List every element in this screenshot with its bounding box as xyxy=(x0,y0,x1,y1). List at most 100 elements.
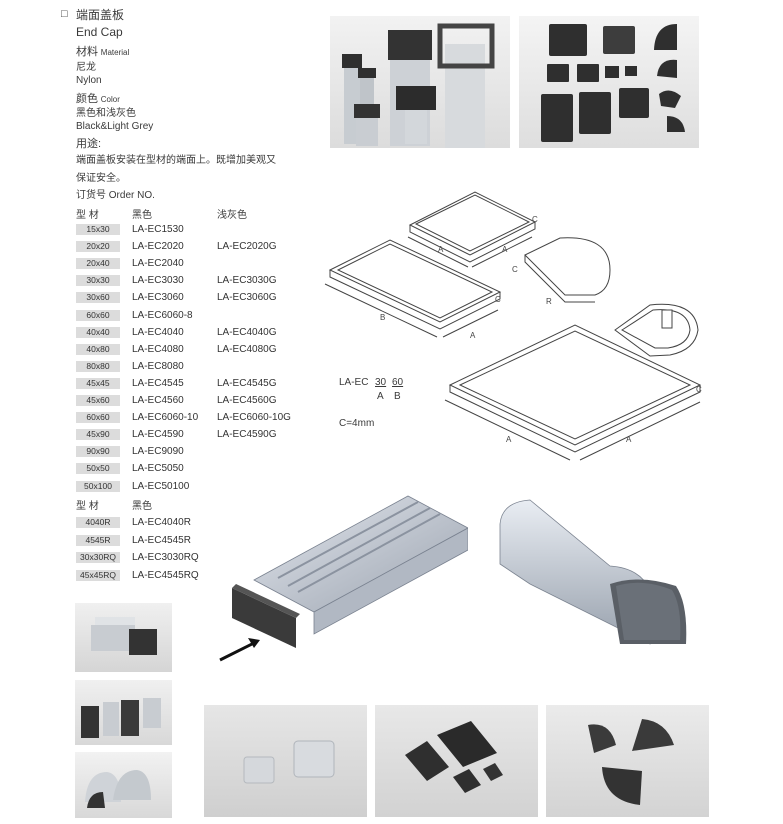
profile-size-tag: 4040R xyxy=(76,517,120,528)
code-b-label: B xyxy=(394,391,401,402)
drawing-label-c-2: C xyxy=(512,265,518,274)
code-a-label: A xyxy=(377,391,384,402)
title-cn: 端面盖板 xyxy=(76,8,125,22)
title-en: End Cap xyxy=(76,25,123,39)
profile-size-tag: 30x30RQ xyxy=(76,552,120,563)
drawing-label-c-4: C xyxy=(696,385,702,394)
table-row: 80x80 LA-EC8080 xyxy=(76,360,336,373)
grey-part-number: LA-EC6060-10G xyxy=(217,412,291,424)
caps-set-photo xyxy=(519,16,699,148)
grey-part-number: LA-EC2020G xyxy=(217,241,277,253)
grey-part-number: LA-EC3030G xyxy=(217,275,277,287)
table-row: 30x30 LA-EC3030 LA-EC3030G xyxy=(76,274,336,287)
black-part-number: LA-EC2020 xyxy=(132,241,184,253)
drawing-label-r: R xyxy=(546,297,552,306)
profile-size-tag: 60x60 xyxy=(76,309,120,321)
profile-size-tag: 45x45 xyxy=(76,377,120,389)
black-part-number: LA-EC1530 xyxy=(132,224,184,235)
material-value-en: Nylon xyxy=(76,75,102,86)
table-row: 4545R LA-EC4545R xyxy=(76,534,336,547)
table-row: 60x60 LA-EC6060-10 LA-EC6060-10G xyxy=(76,411,336,424)
table-row: 50x100 LA-EC50100 xyxy=(76,480,336,493)
table-row: 15x30 LA-EC1530 xyxy=(76,223,336,236)
profile-size-tag: 30x30 xyxy=(76,275,120,287)
drawing-label-c-3: C xyxy=(495,295,501,304)
photo-grey-caps xyxy=(204,705,367,817)
drawing-label-a-5: A xyxy=(626,435,632,444)
black-part-number: LA-EC3030RQ xyxy=(132,552,199,563)
profile-size-tag: 90x90 xyxy=(76,446,120,458)
black-part-number: LA-EC4560 xyxy=(132,395,184,406)
color-value-en: Black&Light Grey xyxy=(76,121,154,132)
profile-size-tag: 60x60 xyxy=(76,412,120,424)
black-part-number: LA-EC5050 xyxy=(132,463,184,475)
black-part-number: LA-EC6060-8 xyxy=(132,309,193,321)
grey-part-number: LA-EC3060G xyxy=(217,292,277,304)
table1-header-black: 黑色 xyxy=(132,210,152,221)
profile-size-tag: 45x90 xyxy=(76,429,120,441)
drawing-label-a-4: A xyxy=(506,435,512,444)
grey-part-number: LA-EC4560G xyxy=(217,395,277,406)
table-row: 45x60 LA-EC4560 LA-EC4560G xyxy=(76,394,336,407)
table-row: 20x20 LA-EC2020 LA-EC2020G xyxy=(76,240,336,253)
table2-header-type: 型 材 xyxy=(76,501,99,512)
code-c-note: C=4mm xyxy=(339,418,375,429)
table-row: 30x30RQ LA-EC3030RQ xyxy=(76,551,336,564)
black-part-number: LA-EC6060-10 xyxy=(132,412,199,424)
profile-size-tag: 4545R xyxy=(76,534,120,546)
black-part-number: LA-EC4040R xyxy=(132,517,191,528)
table1-header-type: 型 材 xyxy=(76,210,99,221)
grey-part-number: LA-EC4590G xyxy=(217,429,277,441)
material-label-en: Material xyxy=(100,48,130,57)
table-row: 60x60 LA-EC6060-8 xyxy=(76,309,336,322)
black-part-number: LA-EC4545 xyxy=(132,377,184,389)
black-part-number: LA-EC3030 xyxy=(132,275,184,287)
profile-size-tag: 50x50 xyxy=(76,463,120,475)
black-part-number: LA-EC3060 xyxy=(132,292,184,304)
profile-size-tag: 45x60 xyxy=(76,395,120,406)
code-prefix: LA-EC xyxy=(339,377,369,388)
table-row: 4040R LA-EC4040R xyxy=(76,516,336,529)
drawing-label-a-1: A xyxy=(438,245,444,254)
black-part-number: LA-EC2040 xyxy=(132,258,184,270)
drawing-label-a-3: A xyxy=(470,331,476,340)
grey-part-number: LA-EC4545G xyxy=(217,377,277,389)
profile-size-tag: 80x80 xyxy=(76,360,120,372)
profile-size-tag: 20x40 xyxy=(76,258,120,270)
black-part-number: LA-EC9090 xyxy=(132,446,184,458)
black-part-number: LA-EC50100 xyxy=(132,480,190,492)
photo-rounded-caps xyxy=(75,752,172,818)
drawing-label-c-1: C xyxy=(532,215,538,224)
photo-quarter-round-caps xyxy=(546,705,709,817)
black-part-number: LA-EC4545R xyxy=(132,534,191,546)
material-label-cn: 材料 xyxy=(76,46,98,58)
usage-line-2: 保证安全。 xyxy=(76,173,126,184)
table2-header-black: 黑色 xyxy=(132,501,152,512)
drawing-label-b: B xyxy=(380,313,385,322)
material-value-cn: 尼龙 xyxy=(76,62,96,73)
photo-profile-cap-1 xyxy=(75,603,172,672)
technical-drawings: A A C C R B A C A A C xyxy=(324,191,702,461)
table1-header-grey: 浅灰色 xyxy=(217,210,247,221)
table-row: 45x45 LA-EC4545 LA-EC4545G xyxy=(76,377,336,390)
color-label-cn: 颜色 xyxy=(76,93,98,105)
photo-profile-cap-2 xyxy=(75,680,172,745)
profile-caps-photo xyxy=(330,16,510,148)
profile-size-tag: 45x45RQ xyxy=(76,569,120,581)
color-value-cn: 黑色和浅灰色 xyxy=(76,108,136,119)
grey-part-number: LA-EC4040G xyxy=(217,326,277,338)
table-row: 50x50 LA-EC5050 xyxy=(76,462,336,475)
black-part-number: LA-EC8080 xyxy=(132,360,184,372)
drawing-label-a-2: A xyxy=(502,245,508,254)
profile-size-tag: 40x80 xyxy=(76,343,120,355)
profile-size-tag: 50x100 xyxy=(76,480,120,492)
profile-size-tag: 15x30 xyxy=(76,224,120,235)
grey-part-number: LA-EC4080G xyxy=(217,343,277,355)
checkbox-icon: □ xyxy=(61,8,68,20)
usage-label: 用途: xyxy=(76,138,102,150)
profile-size-tag: 20x20 xyxy=(76,241,120,253)
black-part-number: LA-EC4080 xyxy=(132,343,184,355)
code-b-value: 60 xyxy=(392,377,404,388)
